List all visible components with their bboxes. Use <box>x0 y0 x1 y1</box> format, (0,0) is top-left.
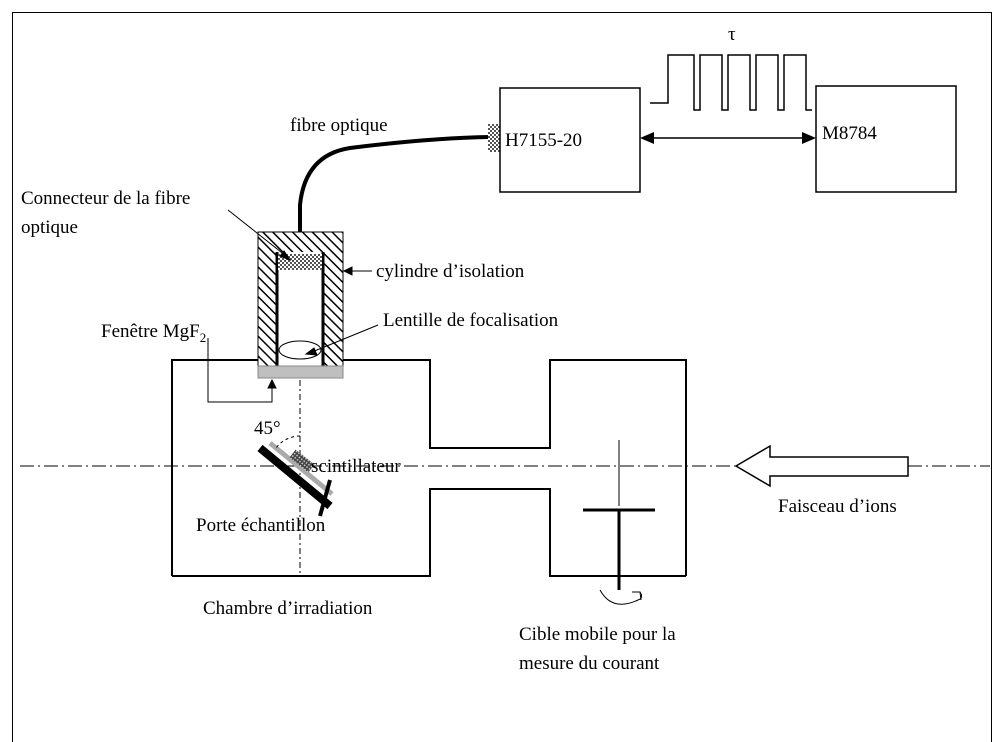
label-angle: 45° <box>254 418 281 439</box>
ion-beam-arrow <box>734 444 909 488</box>
sample-holder <box>257 441 334 517</box>
m8784-box <box>815 85 957 193</box>
optical-fiber <box>298 135 491 232</box>
fiber-coupler <box>488 124 500 152</box>
figure-frame <box>12 12 992 742</box>
signal-link-arrow <box>640 132 816 144</box>
label-device1: H7155-20 <box>505 130 582 151</box>
irradiation-chamber <box>171 359 687 577</box>
mgf2-window <box>257 365 344 379</box>
label-holder: Porte échantillon <box>196 515 326 536</box>
moving-target <box>583 440 655 605</box>
label-scintillator: scintillateur <box>311 456 401 477</box>
angle-arc <box>275 435 301 449</box>
h7155-box <box>499 87 641 193</box>
label-connector-line1: Connecteur de la fibre <box>21 188 190 209</box>
label-window: Fenêtre MgF2 <box>101 321 206 345</box>
label-lens: Lentille de focalisation <box>383 310 559 331</box>
label-connector-line2: optique <box>21 217 78 238</box>
label-cylinder: cylindre d’isolation <box>376 261 525 282</box>
label-target-line1: Cible mobile pour la <box>519 624 676 645</box>
label-fibre: fibre optique <box>290 115 388 136</box>
label-beam: Faisceau d’ions <box>778 496 897 517</box>
scintillator-crystal <box>289 449 315 473</box>
leader-lines <box>207 209 379 403</box>
label-device2: M8784 <box>822 123 877 144</box>
label-tau: τ <box>728 24 736 45</box>
label-chamber: Chambre d’irradiation <box>203 598 373 619</box>
label-target-line2: mesure du courant <box>519 653 660 674</box>
pulse-train <box>650 54 812 111</box>
